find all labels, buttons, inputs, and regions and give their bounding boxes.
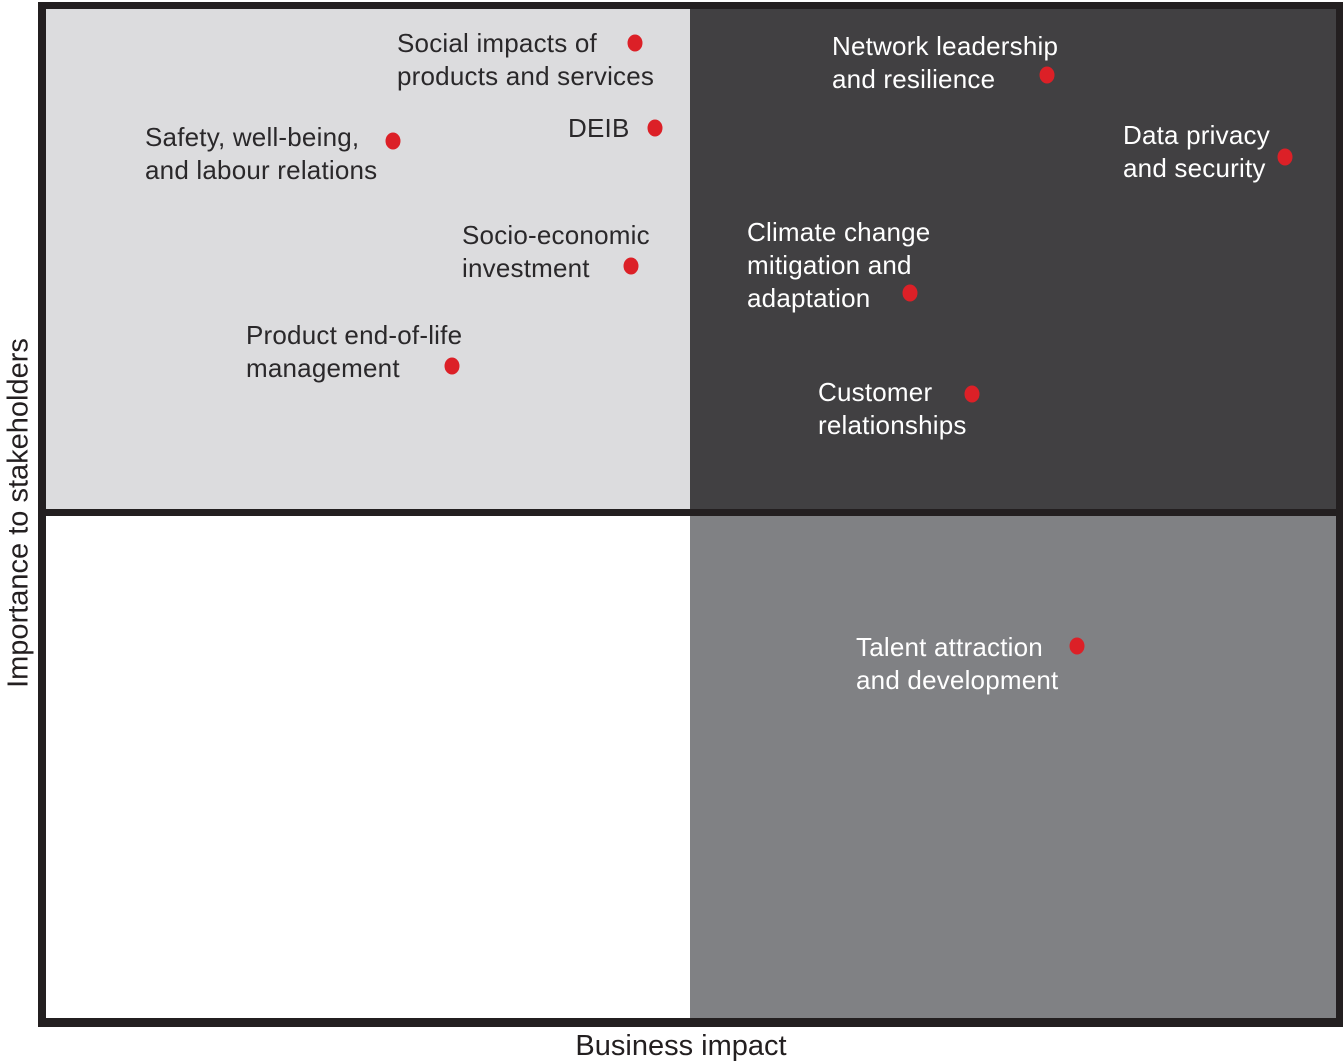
- data-point-dot: [444, 357, 460, 375]
- data-point-dot: [964, 385, 980, 403]
- y-axis-label: Importance to stakeholders: [2, 338, 35, 688]
- data-point-label: Social impacts of products and services: [397, 28, 655, 91]
- data-point-label: Climate change mitigation and adaptation: [747, 217, 931, 313]
- data-point-label: Socio-economic investment: [462, 220, 650, 283]
- data-point-label: Customer relationships: [818, 377, 967, 440]
- quadrant-divider-line: [46, 509, 1336, 516]
- data-point-dot: [902, 284, 918, 302]
- data-point-label: Safety, well-being, and labour relations: [145, 122, 378, 185]
- quadrant-top-left: [46, 9, 690, 516]
- data-point-dot: [1039, 66, 1055, 84]
- x-axis-label: Business impact: [575, 1030, 787, 1062]
- data-point-dot: [627, 34, 643, 52]
- data-point-dot: [623, 257, 639, 275]
- data-point-dot: [1069, 637, 1085, 655]
- quadrant-bottom-right: [690, 516, 1336, 1018]
- data-point-dot: [647, 119, 663, 137]
- data-point-dot: [1277, 148, 1293, 166]
- data-point-label: DEIB: [568, 113, 630, 143]
- chart-frame: [38, 2, 1343, 1027]
- data-point-label: Talent attraction and development: [856, 632, 1059, 695]
- data-point-label: Product end-of-life management: [246, 320, 463, 383]
- quadrant-bottom-left: [46, 516, 690, 1018]
- quadrant-top-right: [690, 9, 1336, 516]
- data-point-label: Data privacy and security: [1123, 120, 1270, 183]
- data-point-label: Network leadership and resilience: [832, 31, 1059, 94]
- data-point-dot: [385, 132, 401, 150]
